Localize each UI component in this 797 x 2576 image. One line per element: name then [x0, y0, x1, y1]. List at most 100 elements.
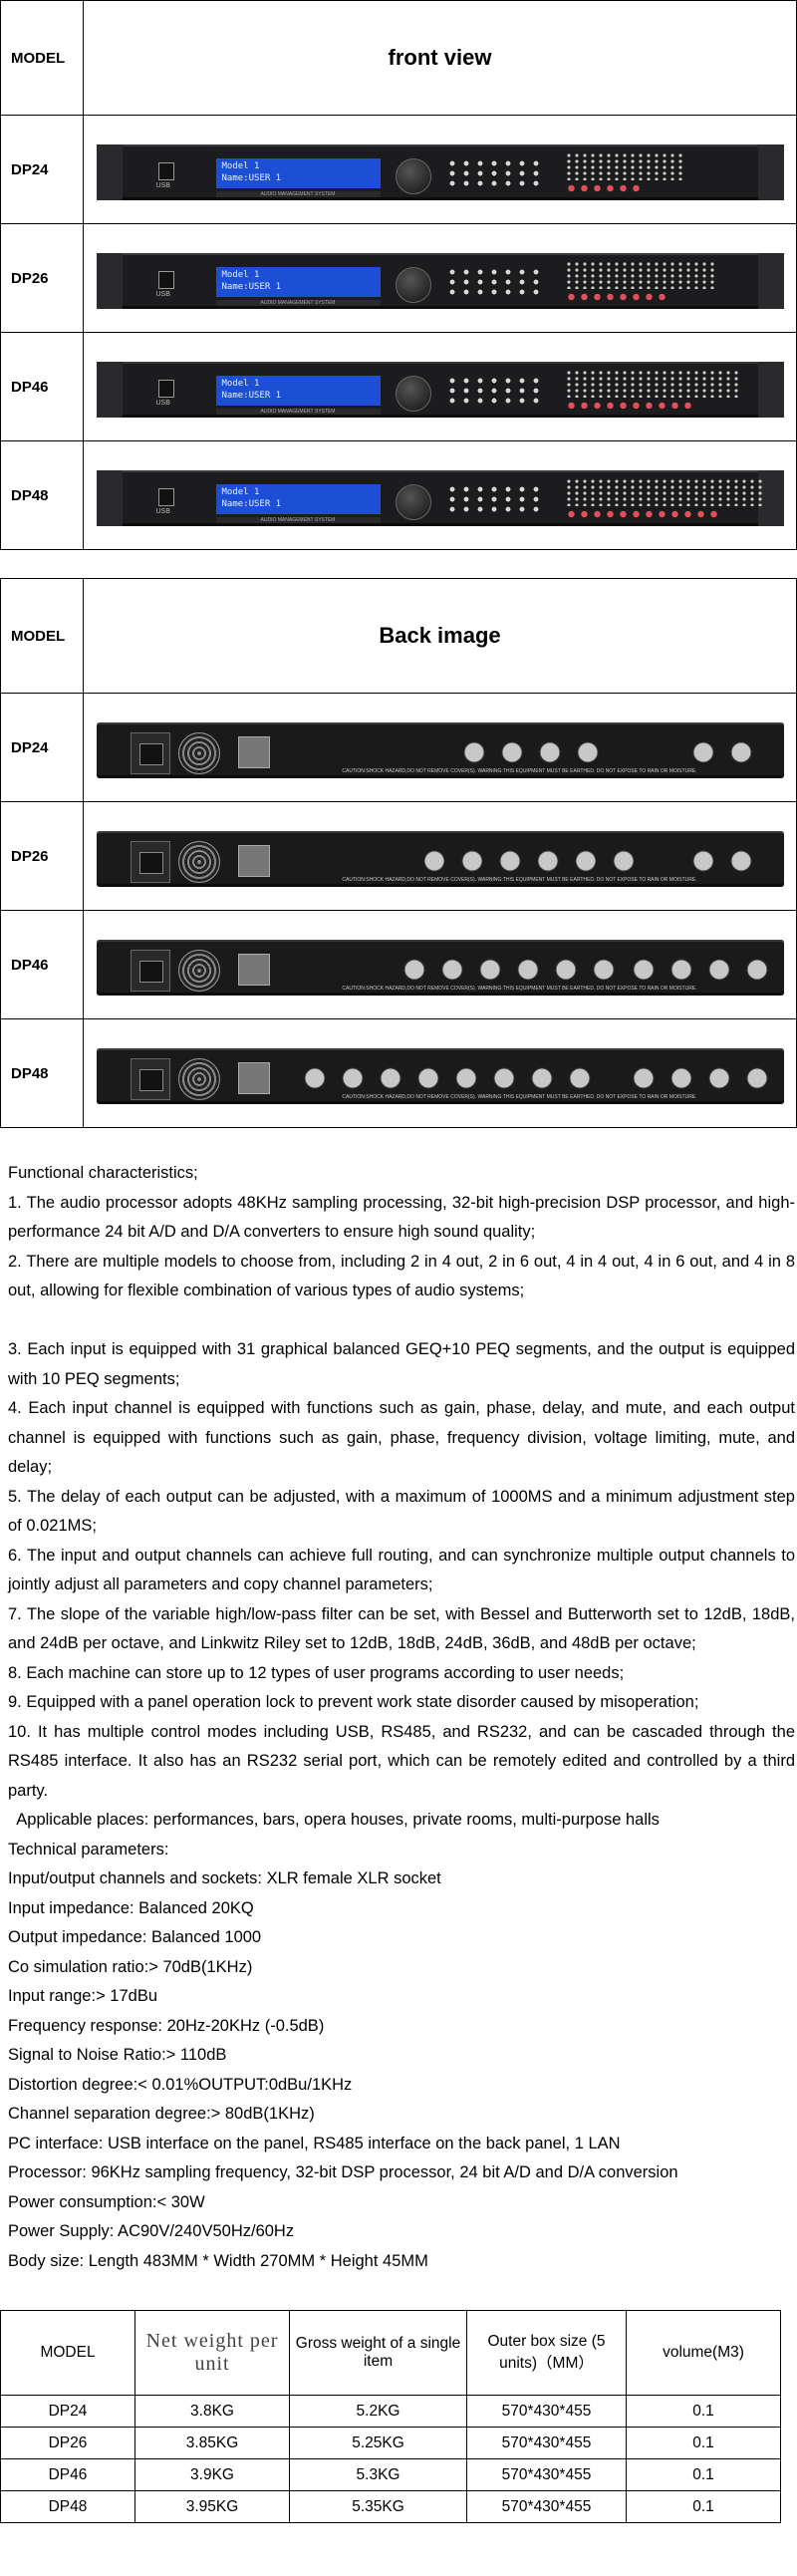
fan-icon — [177, 950, 220, 992]
level-meters — [564, 152, 684, 180]
rs485-port-icon — [237, 954, 270, 986]
model-header: MODEL — [0, 0, 84, 116]
spec-line: Distortion degree:< 0.01%OUTPUT:0dBu/1KH… — [8, 2075, 353, 2094]
feature-item: 1. The audio processor adopts 48KHz samp… — [8, 1193, 795, 1242]
input-xlr-connectors — [683, 738, 760, 766]
fan-icon — [177, 1058, 220, 1100]
cell-gross-weight: 5.35KG — [289, 2490, 467, 2523]
output-xlr-connectors — [295, 1064, 599, 1092]
table-row: DP26 3.85KG 5.25KG 570*430*455 0.1 — [0, 2427, 781, 2459]
fan-icon — [177, 841, 220, 883]
device-back-dp26: CAUTION:SHOCK HAZARD,DO NOT REMOVE COVER… — [96, 823, 784, 889]
cell-net-weight: 3.95KG — [134, 2490, 290, 2523]
rs485-port-icon — [237, 1062, 270, 1094]
feature-item: 8. Each machine can store up to 12 types… — [8, 1663, 625, 1682]
header-model: MODEL — [0, 2310, 135, 2396]
cell-box-size: 570*430*455 — [466, 2395, 627, 2428]
applicable-places: Applicable places: performances, bars, o… — [8, 1811, 660, 1829]
back-image-dp48: CAUTION:SHOCK HAZARD,DO NOT REMOVE COVER… — [83, 1018, 797, 1128]
spec-line: Frequency response: 20Hz-20KHz (-0.5dB) — [8, 2016, 325, 2035]
panel-caption: AUDIO MANAGEMENT SYSTEM — [215, 517, 381, 523]
cell-model: DP48 — [0, 2490, 135, 2523]
spec-line: Channel separation degree:> 80dB(1KHz) — [8, 2105, 315, 2123]
warning-label: CAUTION:SHOCK HAZARD,DO NOT REMOVE COVER… — [342, 877, 697, 883]
back-image-dp46: CAUTION:SHOCK HAZARD,DO NOT REMOVE COVER… — [83, 910, 797, 1019]
panel-caption: AUDIO MANAGEMENT SYSTEM — [215, 191, 381, 197]
usb-port-icon — [157, 162, 174, 180]
cell-box-size: 570*430*455 — [466, 2427, 627, 2459]
back-model-dp24: DP24 — [0, 693, 84, 802]
output-xlr-connectors — [454, 738, 607, 766]
parameter-knob-icon — [395, 158, 431, 194]
cell-volume: 0.1 — [626, 2427, 781, 2459]
tech-heading: Technical parameters: — [8, 1840, 169, 1859]
power-socket-icon — [130, 950, 170, 992]
table-header-row: MODEL Net weight per unit Gross weight o… — [0, 2310, 781, 2396]
back-model-dp48: DP48 — [0, 1018, 84, 1128]
header-box-size: Outer box size (5 units)（MM） — [466, 2310, 627, 2396]
warning-label: CAUTION:SHOCK HAZARD,DO NOT REMOVE COVER… — [342, 768, 697, 774]
rs485-port-icon — [237, 845, 270, 877]
cell-gross-weight: 5.25KG — [289, 2427, 467, 2459]
cell-volume: 0.1 — [626, 2458, 781, 2491]
header-volume: volume(M3) — [626, 2310, 781, 2396]
panel-caption: AUDIO MANAGEMENT SYSTEM — [215, 300, 381, 306]
input-xlr-connectors — [624, 1064, 776, 1092]
spec-line: Processor: 96KHz sampling frequency, 32-… — [8, 2163, 678, 2181]
table-row: DP46 3.9KG 5.3KG 570*430*455 0.1 — [0, 2458, 781, 2491]
usb-port-icon — [157, 271, 174, 289]
cell-box-size: 570*430*455 — [466, 2490, 627, 2523]
feature-item: 9. Equipped with a panel operation lock … — [8, 1693, 699, 1711]
feature-item: 10. It has multiple control modes includ… — [8, 1722, 795, 1800]
spec-line: Output impedance: Balanced 1000 — [8, 1928, 262, 1946]
back-model-dp26: DP26 — [0, 801, 84, 911]
level-meters — [564, 478, 764, 506]
rs485-port-icon — [237, 736, 270, 768]
cell-volume: 0.1 — [626, 2395, 781, 2428]
product-description: Functional characteristics; 1. The audio… — [8, 1159, 795, 2276]
output-xlr-connectors — [395, 956, 623, 984]
back-image-title: Back image — [83, 578, 797, 694]
features-heading: Functional characteristics; — [8, 1164, 198, 1182]
power-socket-icon — [130, 732, 170, 774]
control-buttons — [444, 267, 540, 299]
cell-gross-weight: 5.3KG — [289, 2458, 467, 2491]
front-model-dp26: DP26 — [0, 223, 84, 333]
device-back-dp24: CAUTION:SHOCK HAZARD,DO NOT REMOVE COVER… — [96, 715, 784, 780]
spec-line: Input range:> 17dBu — [8, 1987, 157, 2005]
channel-buttons — [564, 184, 645, 192]
cell-net-weight: 3.9KG — [134, 2458, 290, 2491]
warning-label: CAUTION:SHOCK HAZARD,DO NOT REMOVE COVER… — [342, 1094, 697, 1100]
front-model-dp46: DP46 — [0, 332, 84, 441]
feature-item: 7. The slope of the variable high/low-pa… — [8, 1604, 795, 1653]
channel-buttons — [564, 510, 720, 518]
input-xlr-connectors — [683, 847, 760, 875]
cell-model: DP26 — [0, 2427, 135, 2459]
spec-line: PC interface: USB interface on the panel… — [8, 2134, 621, 2152]
parameter-knob-icon — [395, 376, 431, 412]
weight-table: MODEL Net weight per unit Gross weight o… — [0, 2310, 781, 2523]
feature-item: 4. Each input channel is equipped with f… — [8, 1399, 795, 1476]
spec-line: Power consumption:< 30W — [8, 2192, 205, 2211]
header-gross-weight: Gross weight of a single item — [289, 2310, 467, 2396]
feature-item: 2. There are multiple models to choose f… — [8, 1252, 795, 1300]
level-meters — [564, 370, 740, 398]
panel-caption: AUDIO MANAGEMENT SYSTEM — [215, 409, 381, 415]
back-image-dp24: CAUTION:SHOCK HAZARD,DO NOT REMOVE COVER… — [83, 693, 797, 802]
control-buttons — [444, 376, 540, 408]
cell-net-weight: 3.8KG — [134, 2395, 290, 2428]
device-back-dp48: CAUTION:SHOCK HAZARD,DO NOT REMOVE COVER… — [96, 1040, 784, 1106]
back-model-dp46: DP46 — [0, 910, 84, 1019]
power-socket-icon — [130, 1058, 170, 1100]
spec-line: Power Supply: AC90V/240V50Hz/60Hz — [8, 2222, 295, 2240]
spec-line: Input/output channels and sockets: XLR f… — [8, 1869, 441, 1887]
